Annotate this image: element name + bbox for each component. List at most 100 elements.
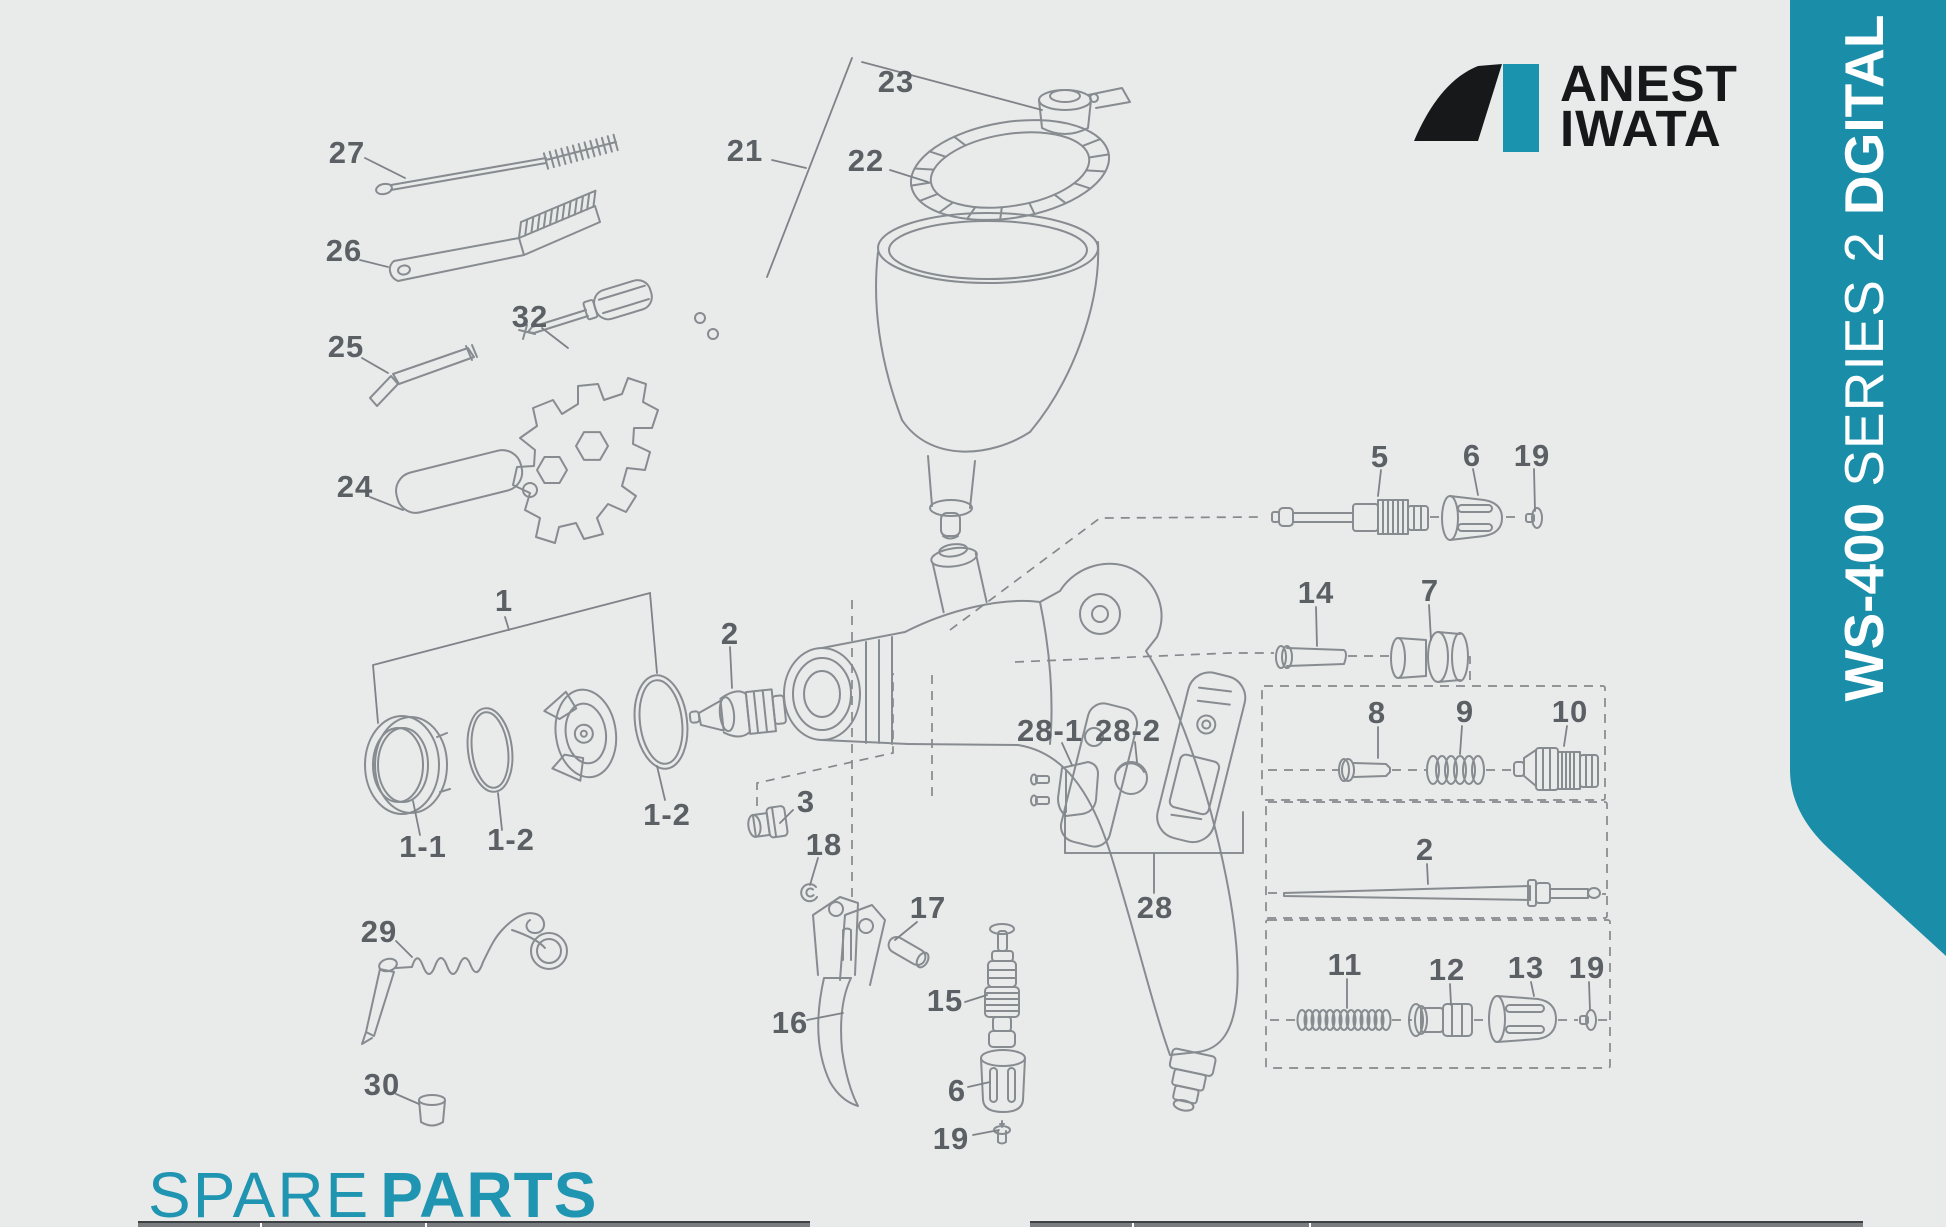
part-valve-rod-14	[1275, 645, 1347, 669]
ribbon-model: WS-400	[1833, 502, 1895, 702]
callout-22: 22	[847, 143, 885, 178]
callout-29: 29	[360, 914, 398, 949]
callout-1-2-left: 1-2	[487, 822, 535, 857]
callout-9: 9	[1455, 694, 1475, 729]
callout-17: 17	[909, 890, 947, 925]
assembly-dashed-lines	[756, 516, 1611, 1069]
logo-swoosh	[1414, 64, 1502, 141]
callout-21: 21	[726, 133, 764, 168]
part-screw-19-bottom-right	[1579, 1009, 1597, 1031]
callout-18: 18	[805, 827, 843, 862]
part-air-inlet	[1168, 1047, 1217, 1112]
ribbon-edition: DGITAL	[1833, 14, 1895, 216]
bracket-28	[1064, 811, 1244, 894]
callout-leader-lines	[359, 157, 1591, 1136]
callout-11: 11	[1327, 947, 1363, 982]
part-gun-body	[783, 543, 1239, 1112]
callout-12: 12	[1428, 952, 1466, 987]
callout-5: 5	[1370, 439, 1390, 474]
part-screw-19-top-right	[1525, 507, 1543, 529]
callout-8: 8	[1367, 695, 1387, 730]
part-fluid-knob-13	[1488, 995, 1557, 1043]
bracket-cup-assembly	[766, 57, 1043, 278]
part-hanger-hook-29	[361, 912, 568, 1045]
part-retaining-ring-1-1	[364, 715, 451, 815]
part-cup-lid-22	[909, 87, 1131, 221]
parts-table-header-right	[1030, 1221, 1863, 1227]
part-trigger-pin-17	[887, 936, 930, 969]
table-divider	[425, 1223, 427, 1227]
page-title-bold: PARTS	[380, 1159, 598, 1227]
part-air-valve-10	[1513, 747, 1599, 791]
callout-15: 15	[926, 983, 964, 1018]
part-screw-19-center	[993, 1120, 1011, 1145]
part-air-cap	[543, 688, 618, 782]
ribbon-series: SERIES 2	[1833, 231, 1895, 487]
callout-1-2-right: 1-2	[643, 797, 691, 832]
part-hex-key-25	[369, 344, 478, 407]
part-e-clip-18	[800, 883, 818, 903]
part-brush-26	[388, 189, 601, 282]
callout-1-1: 1-1	[399, 829, 447, 864]
part-trigger-16	[812, 896, 886, 1107]
callout-16: 16	[771, 1005, 809, 1040]
part-bushing-30	[418, 1094, 446, 1127]
part-valve-seat-7	[1390, 631, 1469, 683]
side-ribbon-label: WS-400 SERIES 2 DGITAL	[1832, 15, 1896, 702]
part-vent-knob-23	[1038, 87, 1131, 135]
callout-23: 23	[877, 64, 915, 99]
callout-7: 7	[1420, 573, 1440, 608]
table-divider	[1132, 1223, 1134, 1227]
logo-line-iwata: IWATA	[1560, 100, 1722, 157]
table-divider	[260, 1223, 262, 1227]
callout-32: 32	[511, 299, 549, 334]
callout-19-top-right: 19	[1513, 438, 1551, 473]
part-cleaning-brush-27	[375, 133, 619, 196]
anest-iwata-logo: ANEST IWATA	[1408, 55, 1748, 165]
part-battery-cover-28-1	[1030, 761, 1099, 817]
part-retainer-knob-6-center	[980, 1049, 1026, 1113]
callout-28-2: 28-2	[1094, 713, 1162, 748]
callout-28-1: 28-1	[1016, 713, 1084, 748]
callout-26: 26	[325, 233, 363, 268]
part-digital-cover-28	[1156, 671, 1247, 844]
part-nipple-3	[747, 805, 789, 839]
part-cup-21	[694, 212, 1100, 540]
part-needle-packing-5	[1271, 499, 1429, 535]
callout-10: 10	[1551, 694, 1589, 729]
part-o-ring-1-2-left	[466, 707, 514, 793]
callout-30: 30	[363, 1067, 401, 1102]
callout-19-bottom-right: 19	[1568, 950, 1606, 985]
part-o-ring-1-2-right	[633, 674, 689, 770]
table-divider	[1309, 1223, 1311, 1227]
part-fluid-needle-2	[1283, 879, 1601, 907]
part-valve-screw-8	[1338, 758, 1391, 782]
anest-iwata-logomark	[1414, 64, 1539, 152]
callout-25: 25	[327, 329, 365, 364]
callout-2-needle: 2	[1415, 832, 1435, 867]
part-multi-spanner-24	[395, 377, 659, 544]
callout-27: 27	[328, 135, 366, 170]
callout-2-nozzle: 2	[720, 616, 740, 651]
callout-24: 24	[336, 469, 374, 504]
callout-28: 28	[1136, 890, 1174, 925]
logo-line-anest: ANEST	[1560, 55, 1738, 112]
parts-table-header-left	[138, 1221, 810, 1227]
logo-text: ANEST IWATA	[1560, 55, 1738, 157]
part-retainer-knob-6-right	[1441, 495, 1503, 541]
bracket-air-cap-set-1	[372, 591, 658, 724]
part-needle-spring-11	[1296, 1009, 1392, 1031]
callout-1: 1	[494, 583, 514, 618]
part-fluid-nozzle-2	[688, 688, 787, 738]
callout-6-center: 6	[947, 1073, 967, 1108]
part-spring-seat-12	[1408, 1003, 1473, 1037]
callout-6-right: 6	[1462, 438, 1482, 473]
callout-13: 13	[1507, 950, 1545, 985]
part-valve-spring-9	[1426, 755, 1485, 785]
part-seal-28-2	[1114, 761, 1148, 795]
part-air-valve-set-15	[984, 923, 1020, 1048]
callout-3: 3	[796, 784, 816, 819]
